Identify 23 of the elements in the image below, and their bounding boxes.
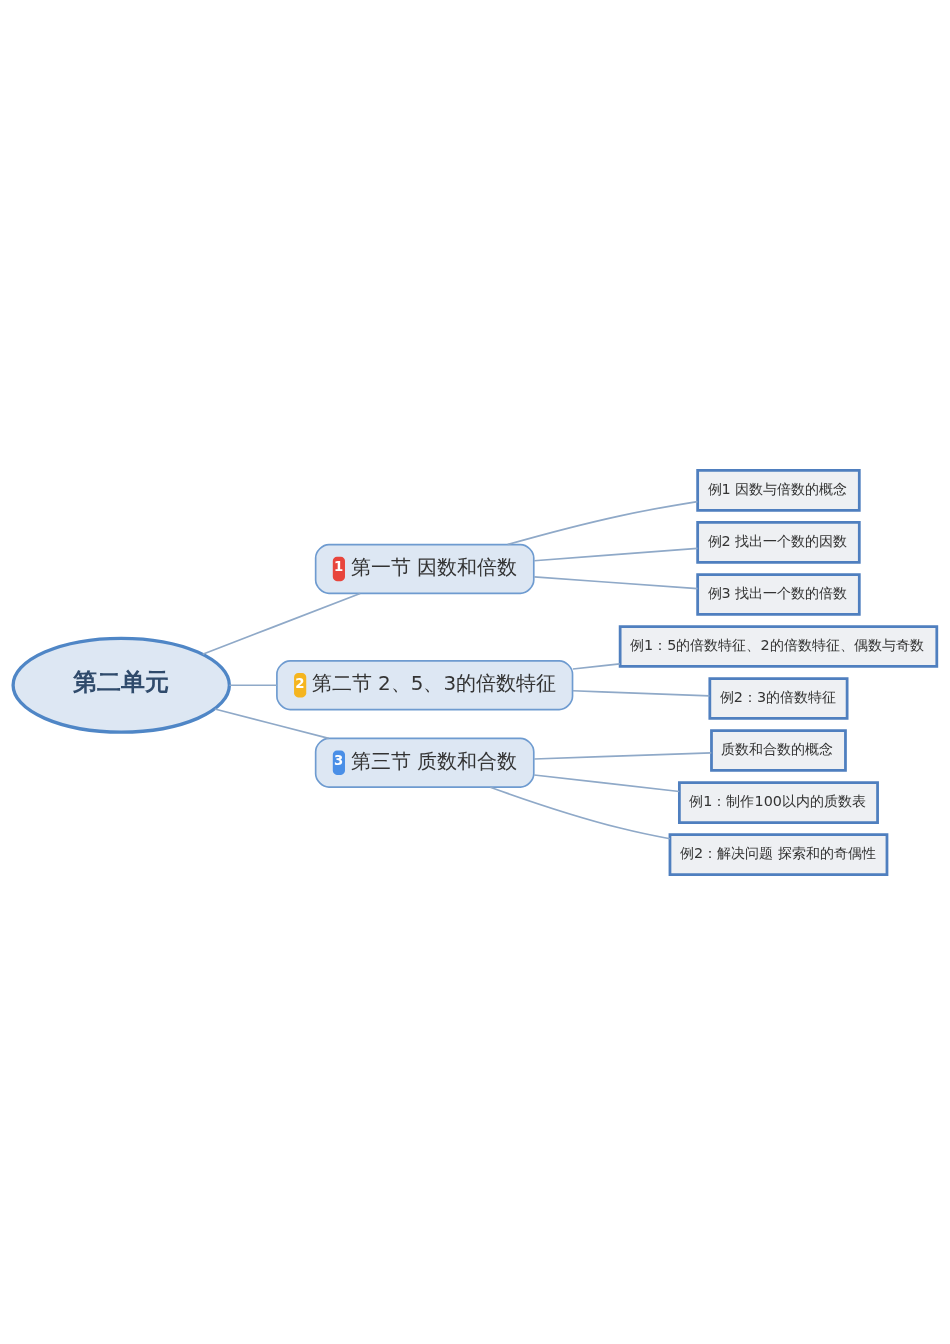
connector — [533, 751, 713, 760]
node-ellipse: 第二单元 — [11, 636, 232, 734]
connector — [572, 662, 621, 670]
node-box: 例2：解决问题 探索和的奇偶性 — [668, 832, 889, 876]
node-box: 2 第二节 2、5、3的倍数特征 — [276, 659, 574, 710]
connector — [533, 547, 699, 562]
node-box: 质数和合数的概念 — [710, 728, 847, 772]
node-box: 例2：3的倍数特征 — [708, 676, 849, 720]
node-box: 例1：5的倍数特征、2的倍数特征、偶数与奇数 — [618, 624, 939, 668]
connector — [506, 500, 699, 545]
connector — [201, 592, 361, 655]
node-box: 例1 因数与倍数的概念 — [696, 468, 861, 512]
connector — [228, 683, 278, 686]
node-box: 例3 找出一个数的倍数 — [696, 572, 861, 616]
connector — [533, 773, 681, 792]
node-box: 1 第一节 因数和倍数 — [314, 543, 535, 594]
connector — [213, 707, 330, 739]
node-box: 例1：制作100以内的质数表 — [678, 780, 879, 824]
connector — [572, 689, 711, 697]
connector — [533, 575, 699, 589]
node-box: 3 第三节 质数和合数 — [314, 737, 535, 788]
connector — [489, 785, 671, 840]
node-box: 例2 找出一个数的因数 — [696, 520, 861, 564]
